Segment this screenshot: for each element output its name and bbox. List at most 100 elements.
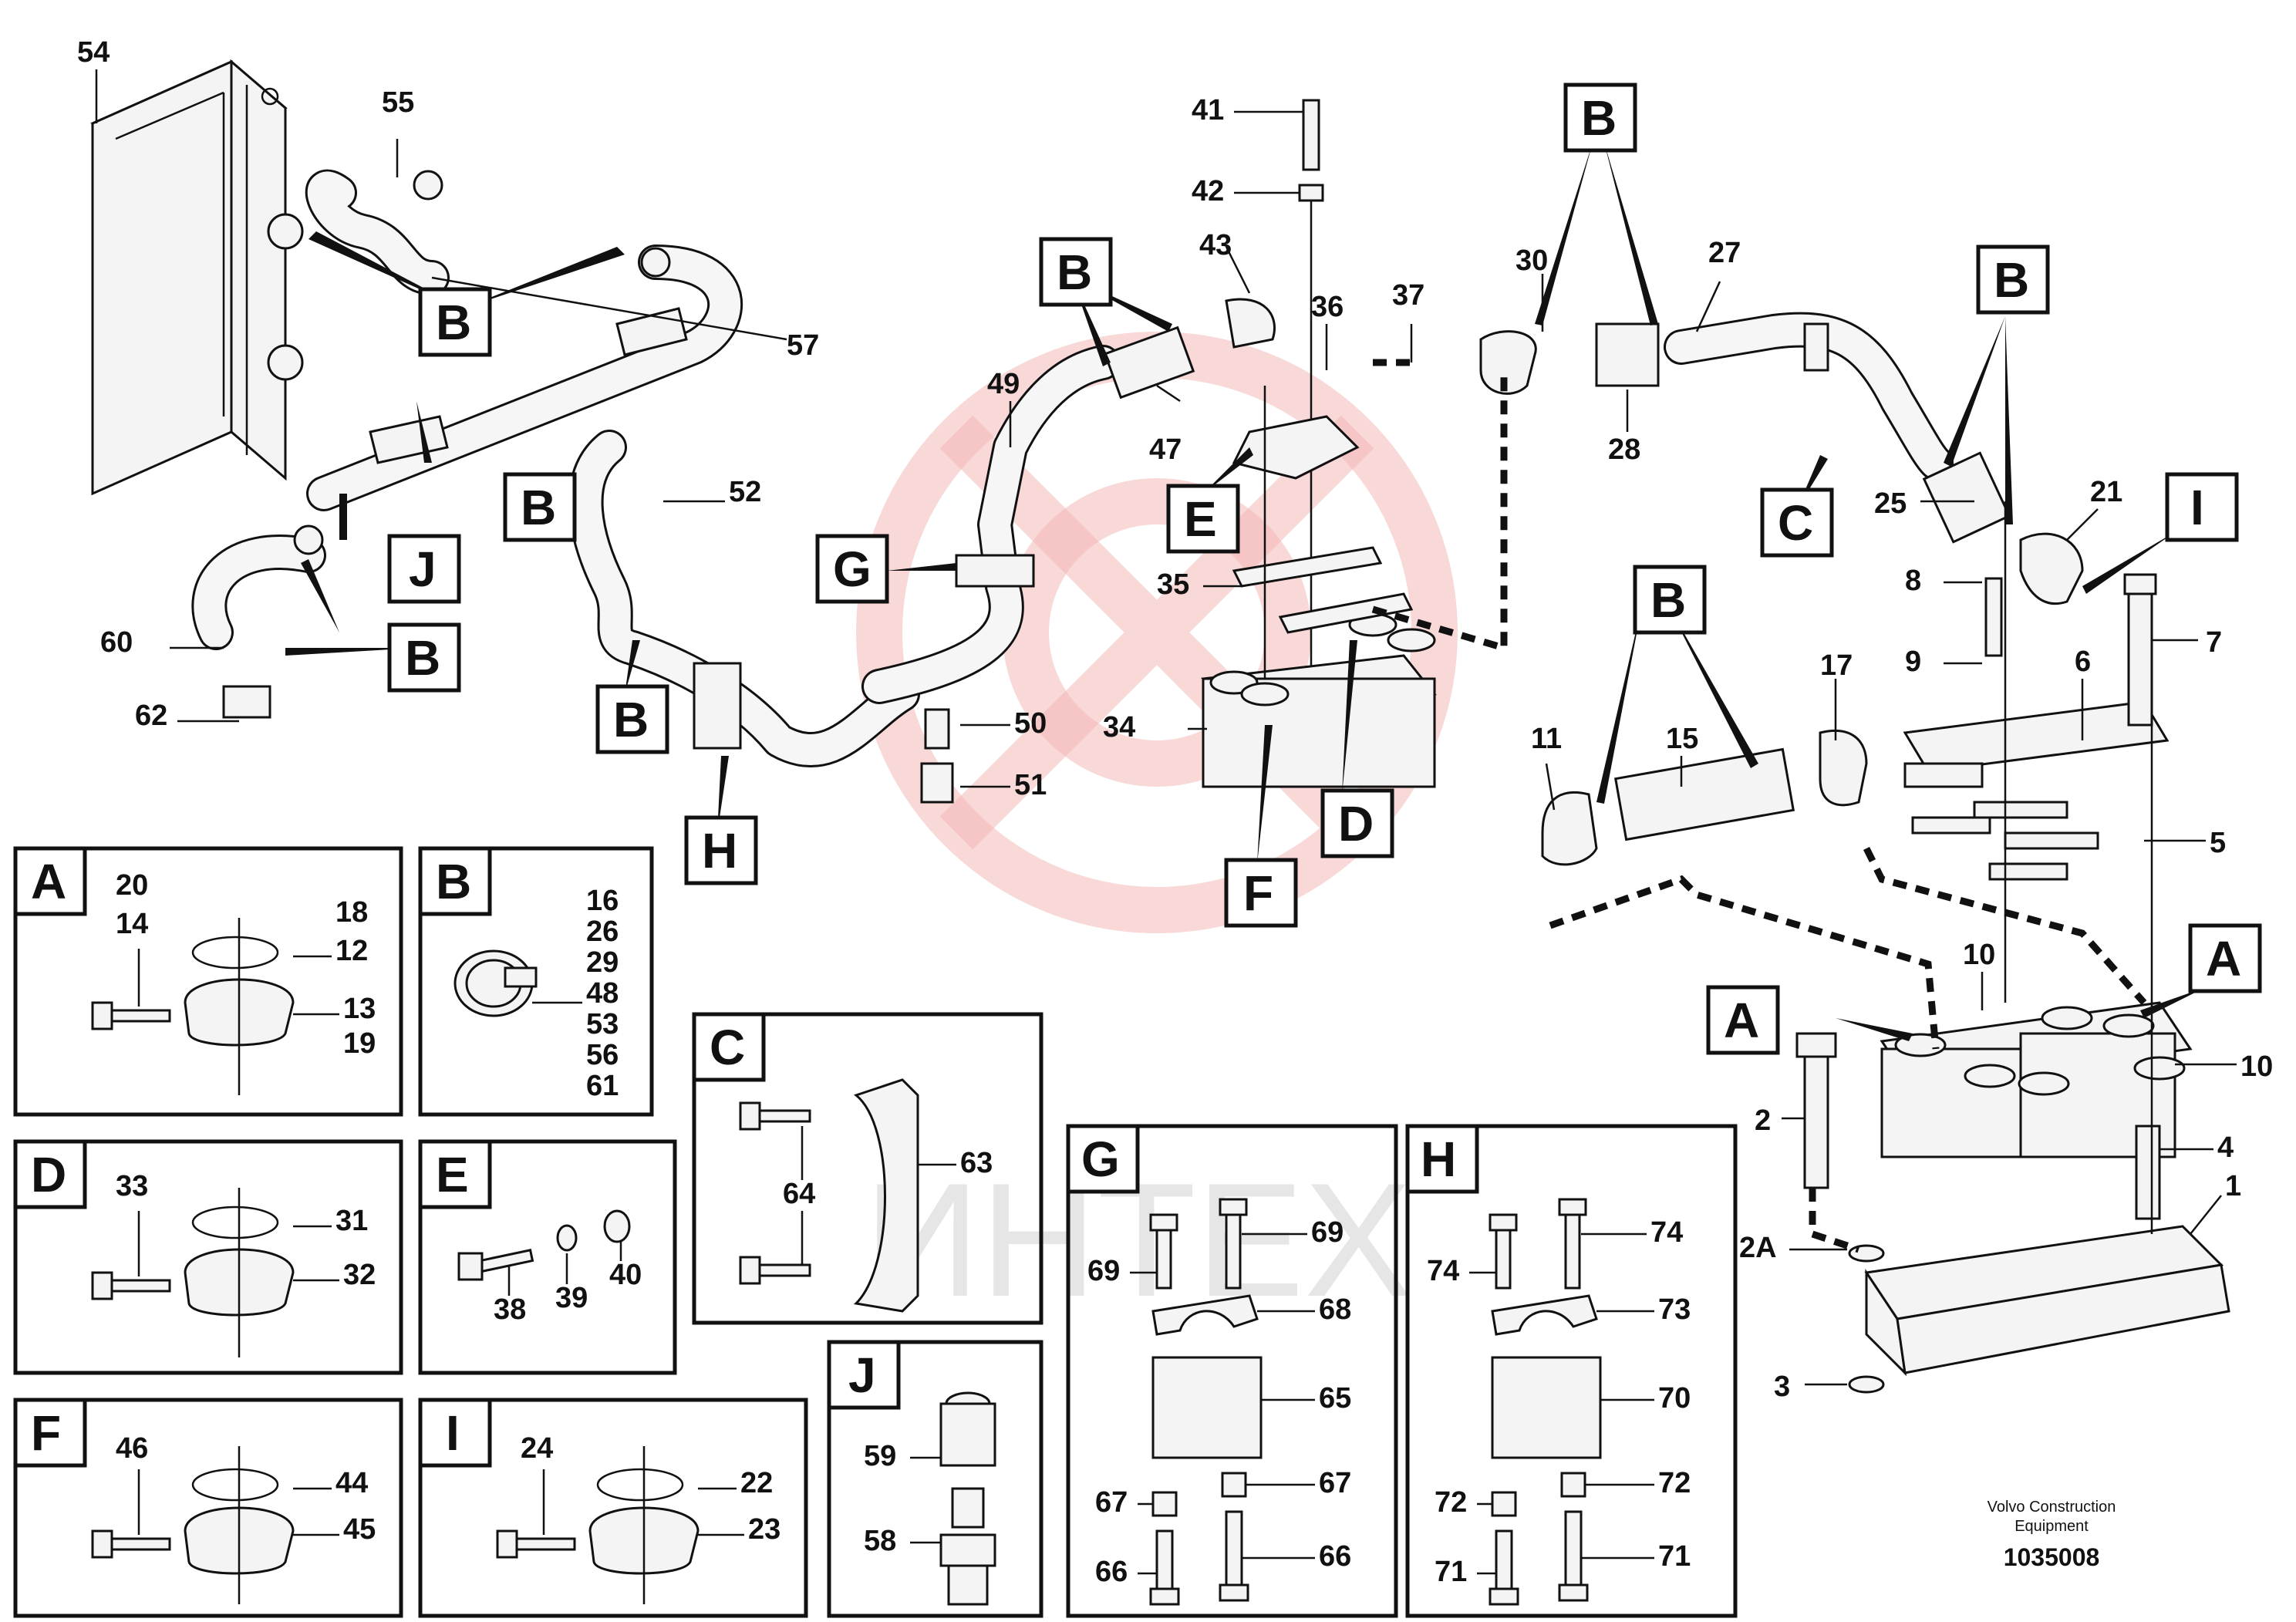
svg-text:66: 66	[1095, 1556, 1128, 1588]
svg-text:E: E	[436, 1147, 469, 1202]
svg-text:48: 48	[586, 977, 619, 1010]
label-10-top: 10	[1963, 939, 1995, 971]
svg-text:I: I	[446, 1405, 460, 1461]
svg-text:45: 45	[343, 1513, 376, 1546]
svg-text:20: 20	[116, 869, 148, 902]
label-27: 27	[1708, 237, 1741, 269]
svg-text:26: 26	[586, 916, 619, 948]
svg-text:19: 19	[343, 1027, 376, 1060]
detail-panel-i: I 24 22 23	[418, 1398, 808, 1618]
label-6: 6	[2075, 646, 2091, 678]
svg-text:74: 74	[1650, 1216, 1683, 1249]
svg-text:67: 67	[1095, 1486, 1128, 1519]
svg-text:64: 64	[783, 1178, 815, 1210]
svg-text:71: 71	[1435, 1556, 1467, 1588]
svg-text:66: 66	[1319, 1540, 1351, 1573]
label-1: 1	[2225, 1170, 2241, 1202]
svg-text:18: 18	[335, 896, 368, 929]
svg-text:74: 74	[1427, 1255, 1459, 1287]
svg-text:29: 29	[586, 946, 619, 979]
svg-text:B: B	[1650, 572, 1686, 628]
callout-a-left: A	[1706, 985, 1780, 1055]
svg-text:H: H	[1421, 1131, 1456, 1187]
svg-text:40: 40	[609, 1259, 642, 1291]
callout-e: E	[1166, 484, 1240, 554]
leader-lines	[95, 69, 2237, 1386]
svg-text:D: D	[31, 1147, 66, 1202]
callout-b-left-lower: B	[387, 622, 461, 693]
label-36: 36	[1311, 291, 1344, 323]
detail-panel-f: F 46 44 45	[13, 1398, 403, 1618]
callout-arrows	[285, 143, 2206, 1041]
svg-text:68: 68	[1319, 1293, 1351, 1326]
label-54: 54	[77, 36, 110, 69]
svg-text:59: 59	[864, 1440, 896, 1472]
svg-text:B: B	[521, 480, 556, 535]
svg-text:B: B	[613, 692, 649, 747]
svg-text:B: B	[1581, 90, 1617, 146]
hoses-left	[191, 169, 920, 767]
svg-text:A: A	[31, 854, 66, 909]
callout-h: H	[684, 815, 758, 885]
hoses-right	[1479, 312, 2084, 605]
label-11: 11	[1531, 723, 1562, 755]
svg-text:B: B	[405, 630, 440, 686]
svg-text:C: C	[710, 1020, 745, 1075]
svg-text:12: 12	[335, 935, 368, 967]
svg-text:A: A	[2206, 931, 2241, 986]
svg-text:E: E	[1184, 491, 1217, 547]
svg-text:16: 16	[586, 885, 619, 917]
svg-text:H: H	[702, 823, 737, 878]
callout-b-left-upper: B	[418, 287, 492, 357]
svg-text:31: 31	[335, 1205, 368, 1237]
detail-panel-d: D 33 31 32	[13, 1139, 403, 1375]
svg-text:70: 70	[1658, 1382, 1691, 1415]
callout-b-pipe-15: B	[1633, 565, 1707, 635]
svg-text:22: 22	[740, 1467, 773, 1499]
right-cooler-assembly	[1795, 501, 2230, 1394]
label-30: 30	[1515, 244, 1548, 277]
footer-company: Volvo Construction	[1988, 1499, 2116, 1516]
callout-f: F	[1224, 858, 1298, 928]
svg-text:71: 71	[1658, 1540, 1691, 1573]
pipe-15-group	[1541, 729, 1868, 866]
dashed-lines	[1371, 359, 2147, 1253]
svg-text:53: 53	[586, 1008, 619, 1040]
svg-text:72: 72	[1435, 1486, 1467, 1519]
svg-text:G: G	[833, 541, 872, 597]
label-28: 28	[1608, 433, 1640, 466]
label-42: 42	[1192, 175, 1224, 207]
footer-company-line2: Equipment	[2014, 1518, 2089, 1535]
part-number-labels: 54 55 57 52 60 62 41 42 43 36 37 49 47 3…	[77, 36, 2273, 1403]
svg-text:B: B	[1057, 244, 1092, 300]
callout-b-top-right: B	[1563, 83, 1637, 153]
label-9: 9	[1905, 646, 1921, 678]
label-52: 52	[729, 476, 761, 508]
label-51: 51	[1014, 769, 1047, 801]
callout-boxes: B B J B B H G B	[387, 83, 2262, 1055]
label-25: 25	[1874, 487, 1907, 520]
svg-text:58: 58	[864, 1525, 896, 1557]
label-62: 62	[135, 700, 167, 732]
svg-text:23: 23	[748, 1513, 781, 1546]
label-50: 50	[1014, 707, 1047, 740]
detail-panel-h: H 74 74 73 70 72 72 71 71	[1405, 1124, 1738, 1618]
svg-text:72: 72	[1658, 1467, 1691, 1499]
label-15: 15	[1666, 723, 1698, 755]
callout-c: C	[1760, 487, 1834, 558]
callout-d: D	[1320, 788, 1394, 858]
label-2A: 2A	[1739, 1232, 1777, 1264]
label-60: 60	[100, 626, 133, 659]
svg-text:14: 14	[116, 908, 148, 940]
detail-panel-c: C 63 64	[692, 1012, 1043, 1325]
svg-text:46: 46	[116, 1432, 148, 1465]
detail-panel-b: B 16 26 29 48 53 56 61	[418, 846, 654, 1117]
svg-text:F: F	[31, 1405, 61, 1461]
svg-text:69: 69	[1311, 1216, 1344, 1249]
svg-text:63: 63	[960, 1147, 993, 1179]
label-8: 8	[1905, 565, 1921, 597]
callout-b-right: B	[1976, 244, 2050, 315]
svg-text:33: 33	[116, 1170, 148, 1202]
svg-text:B: B	[1994, 252, 2029, 308]
svg-text:G: G	[1081, 1131, 1120, 1187]
